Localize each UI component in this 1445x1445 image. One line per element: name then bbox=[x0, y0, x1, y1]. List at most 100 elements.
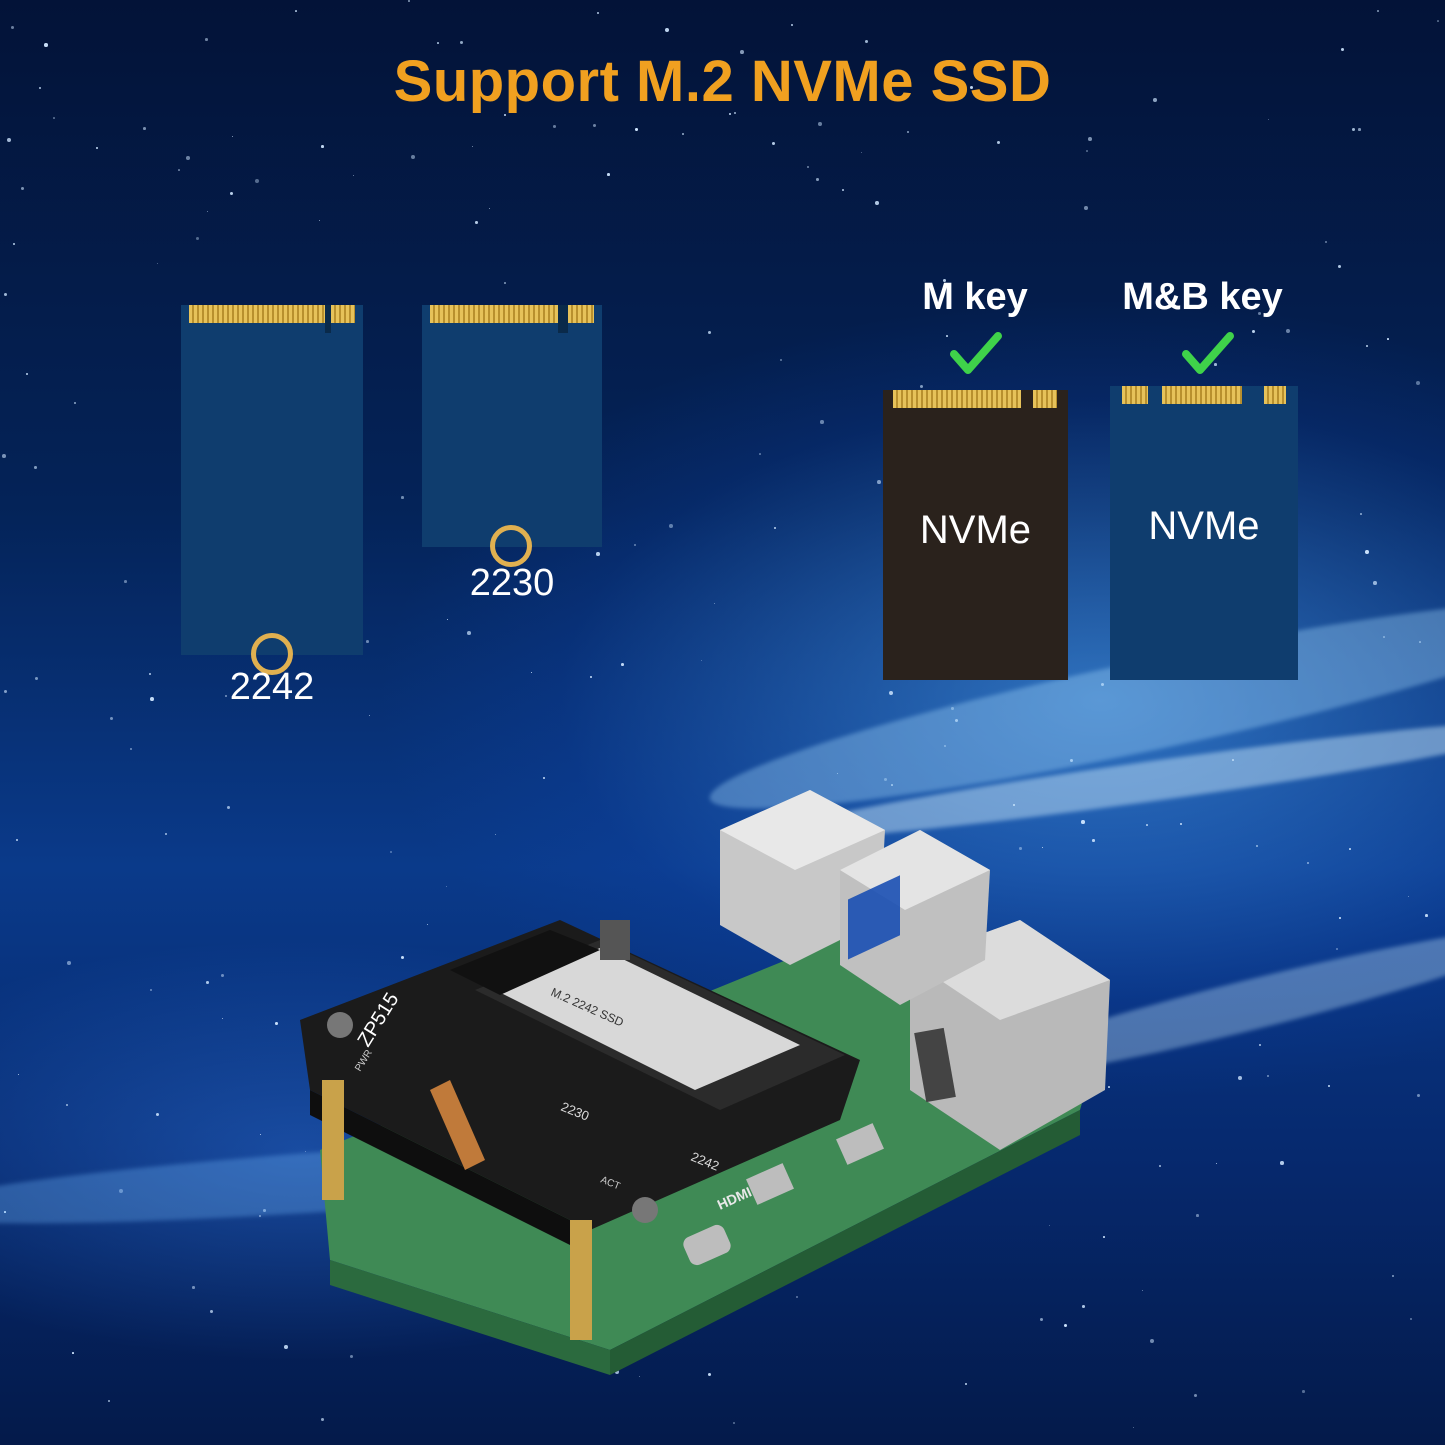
star bbox=[1387, 338, 1389, 340]
star bbox=[110, 717, 113, 720]
star bbox=[820, 420, 824, 424]
star bbox=[1013, 804, 1016, 807]
star bbox=[1042, 847, 1044, 849]
star bbox=[669, 524, 673, 528]
hdmi-port bbox=[836, 1123, 884, 1165]
star bbox=[143, 127, 146, 130]
star bbox=[877, 480, 881, 484]
star bbox=[889, 691, 893, 695]
star bbox=[816, 178, 819, 181]
star bbox=[13, 243, 16, 246]
star bbox=[1159, 1165, 1161, 1167]
star bbox=[1419, 641, 1421, 643]
star bbox=[72, 1352, 74, 1354]
star bbox=[740, 50, 744, 54]
star bbox=[965, 1383, 968, 1386]
star bbox=[2, 454, 6, 458]
standoff bbox=[570, 1220, 592, 1340]
star bbox=[1268, 119, 1270, 121]
star bbox=[1258, 312, 1261, 315]
star bbox=[1232, 759, 1234, 761]
star bbox=[955, 719, 959, 723]
star bbox=[16, 839, 19, 842]
screw-hole bbox=[490, 525, 532, 567]
star bbox=[207, 211, 209, 213]
hdmi-port bbox=[746, 1163, 794, 1205]
star bbox=[44, 43, 48, 47]
gold-contacts bbox=[1033, 390, 1057, 408]
star bbox=[1142, 1290, 1144, 1292]
star bbox=[460, 41, 464, 45]
star bbox=[4, 293, 7, 296]
star bbox=[108, 1400, 111, 1403]
star bbox=[350, 1355, 354, 1359]
ssd-card-m-key: NVMe bbox=[883, 390, 1068, 680]
star bbox=[411, 155, 415, 159]
star bbox=[1377, 10, 1379, 12]
star bbox=[53, 117, 55, 119]
star bbox=[67, 961, 71, 965]
star bbox=[437, 42, 439, 44]
gold-contacts bbox=[430, 305, 558, 323]
star bbox=[1425, 914, 1428, 917]
star bbox=[891, 784, 893, 786]
star bbox=[553, 125, 556, 128]
ssd-card-2230 bbox=[422, 305, 602, 567]
star bbox=[401, 496, 404, 499]
star bbox=[759, 453, 761, 455]
star bbox=[701, 660, 702, 661]
star bbox=[259, 1215, 261, 1217]
star bbox=[1307, 862, 1309, 864]
star bbox=[475, 221, 478, 224]
star bbox=[150, 989, 153, 992]
star bbox=[944, 745, 947, 748]
star bbox=[34, 466, 37, 469]
star bbox=[729, 113, 732, 116]
star bbox=[39, 87, 41, 89]
star bbox=[319, 220, 321, 222]
star bbox=[196, 237, 200, 241]
star bbox=[230, 192, 234, 196]
m2-slot bbox=[450, 930, 600, 995]
star bbox=[150, 697, 154, 701]
star bbox=[1153, 98, 1157, 102]
star bbox=[639, 1376, 641, 1378]
star bbox=[1196, 1214, 1199, 1217]
star bbox=[884, 778, 888, 782]
star bbox=[295, 10, 297, 12]
star bbox=[1302, 1390, 1305, 1393]
star bbox=[1081, 820, 1085, 824]
star bbox=[607, 173, 610, 176]
star bbox=[206, 981, 209, 984]
star bbox=[1410, 1318, 1413, 1321]
star bbox=[1101, 683, 1105, 687]
star bbox=[26, 373, 29, 376]
star bbox=[1437, 20, 1439, 22]
card-size-label: 2230 bbox=[469, 562, 555, 604]
star bbox=[1064, 1324, 1068, 1328]
star bbox=[227, 806, 231, 810]
star bbox=[369, 715, 371, 717]
usb3-insert bbox=[848, 875, 900, 960]
star bbox=[1150, 1339, 1154, 1343]
star bbox=[774, 527, 777, 530]
screw bbox=[327, 1012, 353, 1038]
star bbox=[1417, 1094, 1421, 1098]
star bbox=[1338, 265, 1342, 269]
star bbox=[1019, 847, 1022, 850]
star bbox=[1084, 206, 1088, 210]
star bbox=[1325, 241, 1328, 244]
star bbox=[1238, 1076, 1242, 1080]
star bbox=[1256, 845, 1259, 848]
star bbox=[682, 133, 684, 135]
star bbox=[1092, 839, 1095, 842]
star bbox=[1360, 513, 1362, 515]
star bbox=[401, 956, 405, 960]
check-icon bbox=[950, 332, 1002, 374]
star bbox=[1103, 1236, 1105, 1238]
star bbox=[192, 1286, 195, 1289]
star bbox=[772, 142, 776, 146]
star bbox=[18, 1074, 20, 1076]
star bbox=[946, 335, 948, 337]
